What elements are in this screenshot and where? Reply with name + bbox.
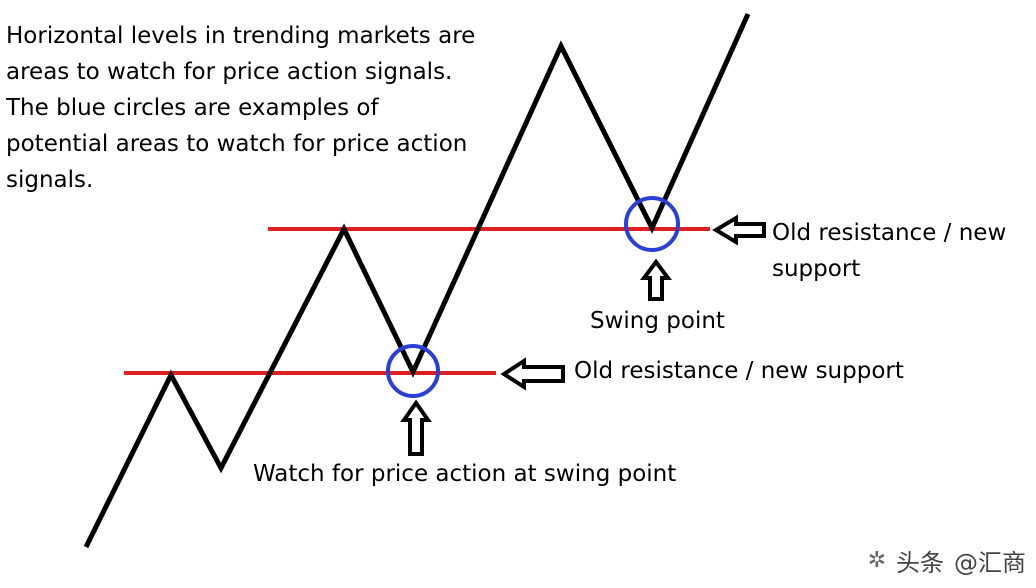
wechat-icon: ✲: [867, 548, 886, 573]
upper-level-arrow-icon: [712, 214, 766, 246]
lower-level-label: Old resistance / new support: [574, 358, 904, 384]
swing-point-arrow-icon: [640, 258, 672, 301]
watch-label: Watch for price action at swing point: [253, 461, 677, 487]
watermark: ✲ 头条 @汇商: [868, 543, 1026, 578]
intro-text: Horizontal levels in trending markets ar…: [6, 23, 476, 193]
watermark-prefix: 头条: [896, 549, 944, 577]
swing-point-label: Swing point: [590, 308, 725, 334]
price-path: [83, 12, 751, 549]
upper-level-label: Old resistance / new support: [772, 220, 1007, 282]
lower-swing-circle: [386, 344, 440, 398]
watch-arrow-icon: [400, 399, 432, 456]
lower-level-arrow-icon: [500, 357, 565, 391]
upper-swing-circle: [624, 196, 680, 252]
watermark-handle: @汇商: [954, 549, 1026, 577]
